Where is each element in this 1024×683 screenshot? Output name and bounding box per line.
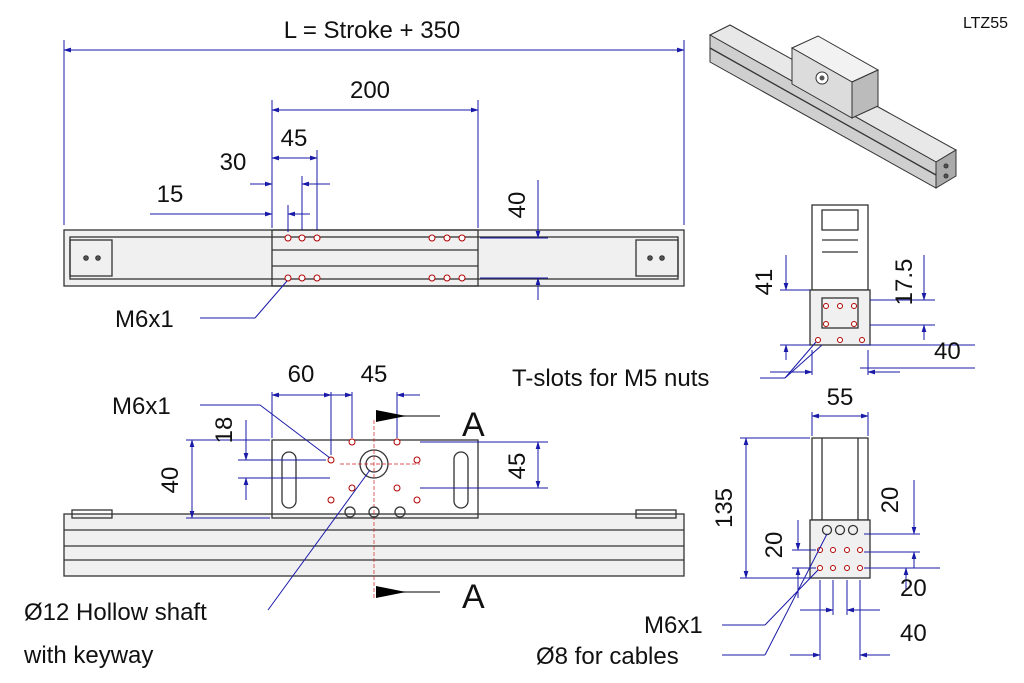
dim-40-front: 40	[157, 467, 184, 494]
dim-60: 60	[288, 361, 315, 388]
dim-20-right-bottom: 20	[900, 575, 927, 602]
dim-40-side: 40	[934, 338, 961, 365]
front-view: 60 45 M6x1 18 40 45 A A Ø12 Hollow shaft…	[23, 361, 685, 669]
cables-label: Ø8 for cables	[536, 643, 679, 670]
section-label-a-bottom: A	[462, 578, 485, 616]
dim-30: 30	[220, 149, 247, 176]
dim-18: 18	[211, 417, 238, 444]
dim-55: 55	[827, 384, 854, 411]
tslots-label: T-slots for M5 nuts	[512, 365, 709, 392]
dim-15: 15	[157, 181, 184, 208]
dim-40-end: 40	[900, 620, 927, 647]
section-label-a-top: A	[462, 406, 485, 444]
side-view: 41 17.5 40 T-slots for M5 nuts	[512, 204, 975, 392]
dim-41: 41	[751, 269, 778, 296]
section-view: 55 135 20 20 20 M6x1 Ø8 for cables 40	[536, 384, 940, 670]
m6-label-front: M6x1	[112, 393, 171, 420]
dim-45-front-vertical: 45	[504, 453, 531, 480]
overall-length-label: L = Stroke + 350	[284, 17, 461, 44]
isometric-view	[708, 24, 958, 189]
m6-label-top: M6x1	[115, 306, 174, 333]
m6-label-end: M6x1	[644, 612, 703, 639]
dim-45-front: 45	[361, 361, 388, 388]
dim-45-top: 45	[281, 125, 308, 152]
dim-17-5: 17.5	[891, 259, 918, 306]
dim-20-left: 20	[761, 532, 788, 559]
carriage-holes	[284, 234, 466, 282]
hollow-shaft-label: Ø12 Hollow shaft	[24, 599, 207, 626]
dim-40-top: 40	[504, 192, 531, 219]
dim-20-right-top: 20	[877, 487, 904, 514]
keyway-label: with keyway	[23, 642, 153, 669]
model-label: LTZ55	[963, 15, 1008, 32]
dim-135: 135	[711, 488, 738, 528]
front-holes	[327, 438, 421, 504]
top-view: L = Stroke + 350 200 45 30 15 40 M6x1	[63, 17, 685, 333]
dim-200: 200	[350, 77, 390, 104]
